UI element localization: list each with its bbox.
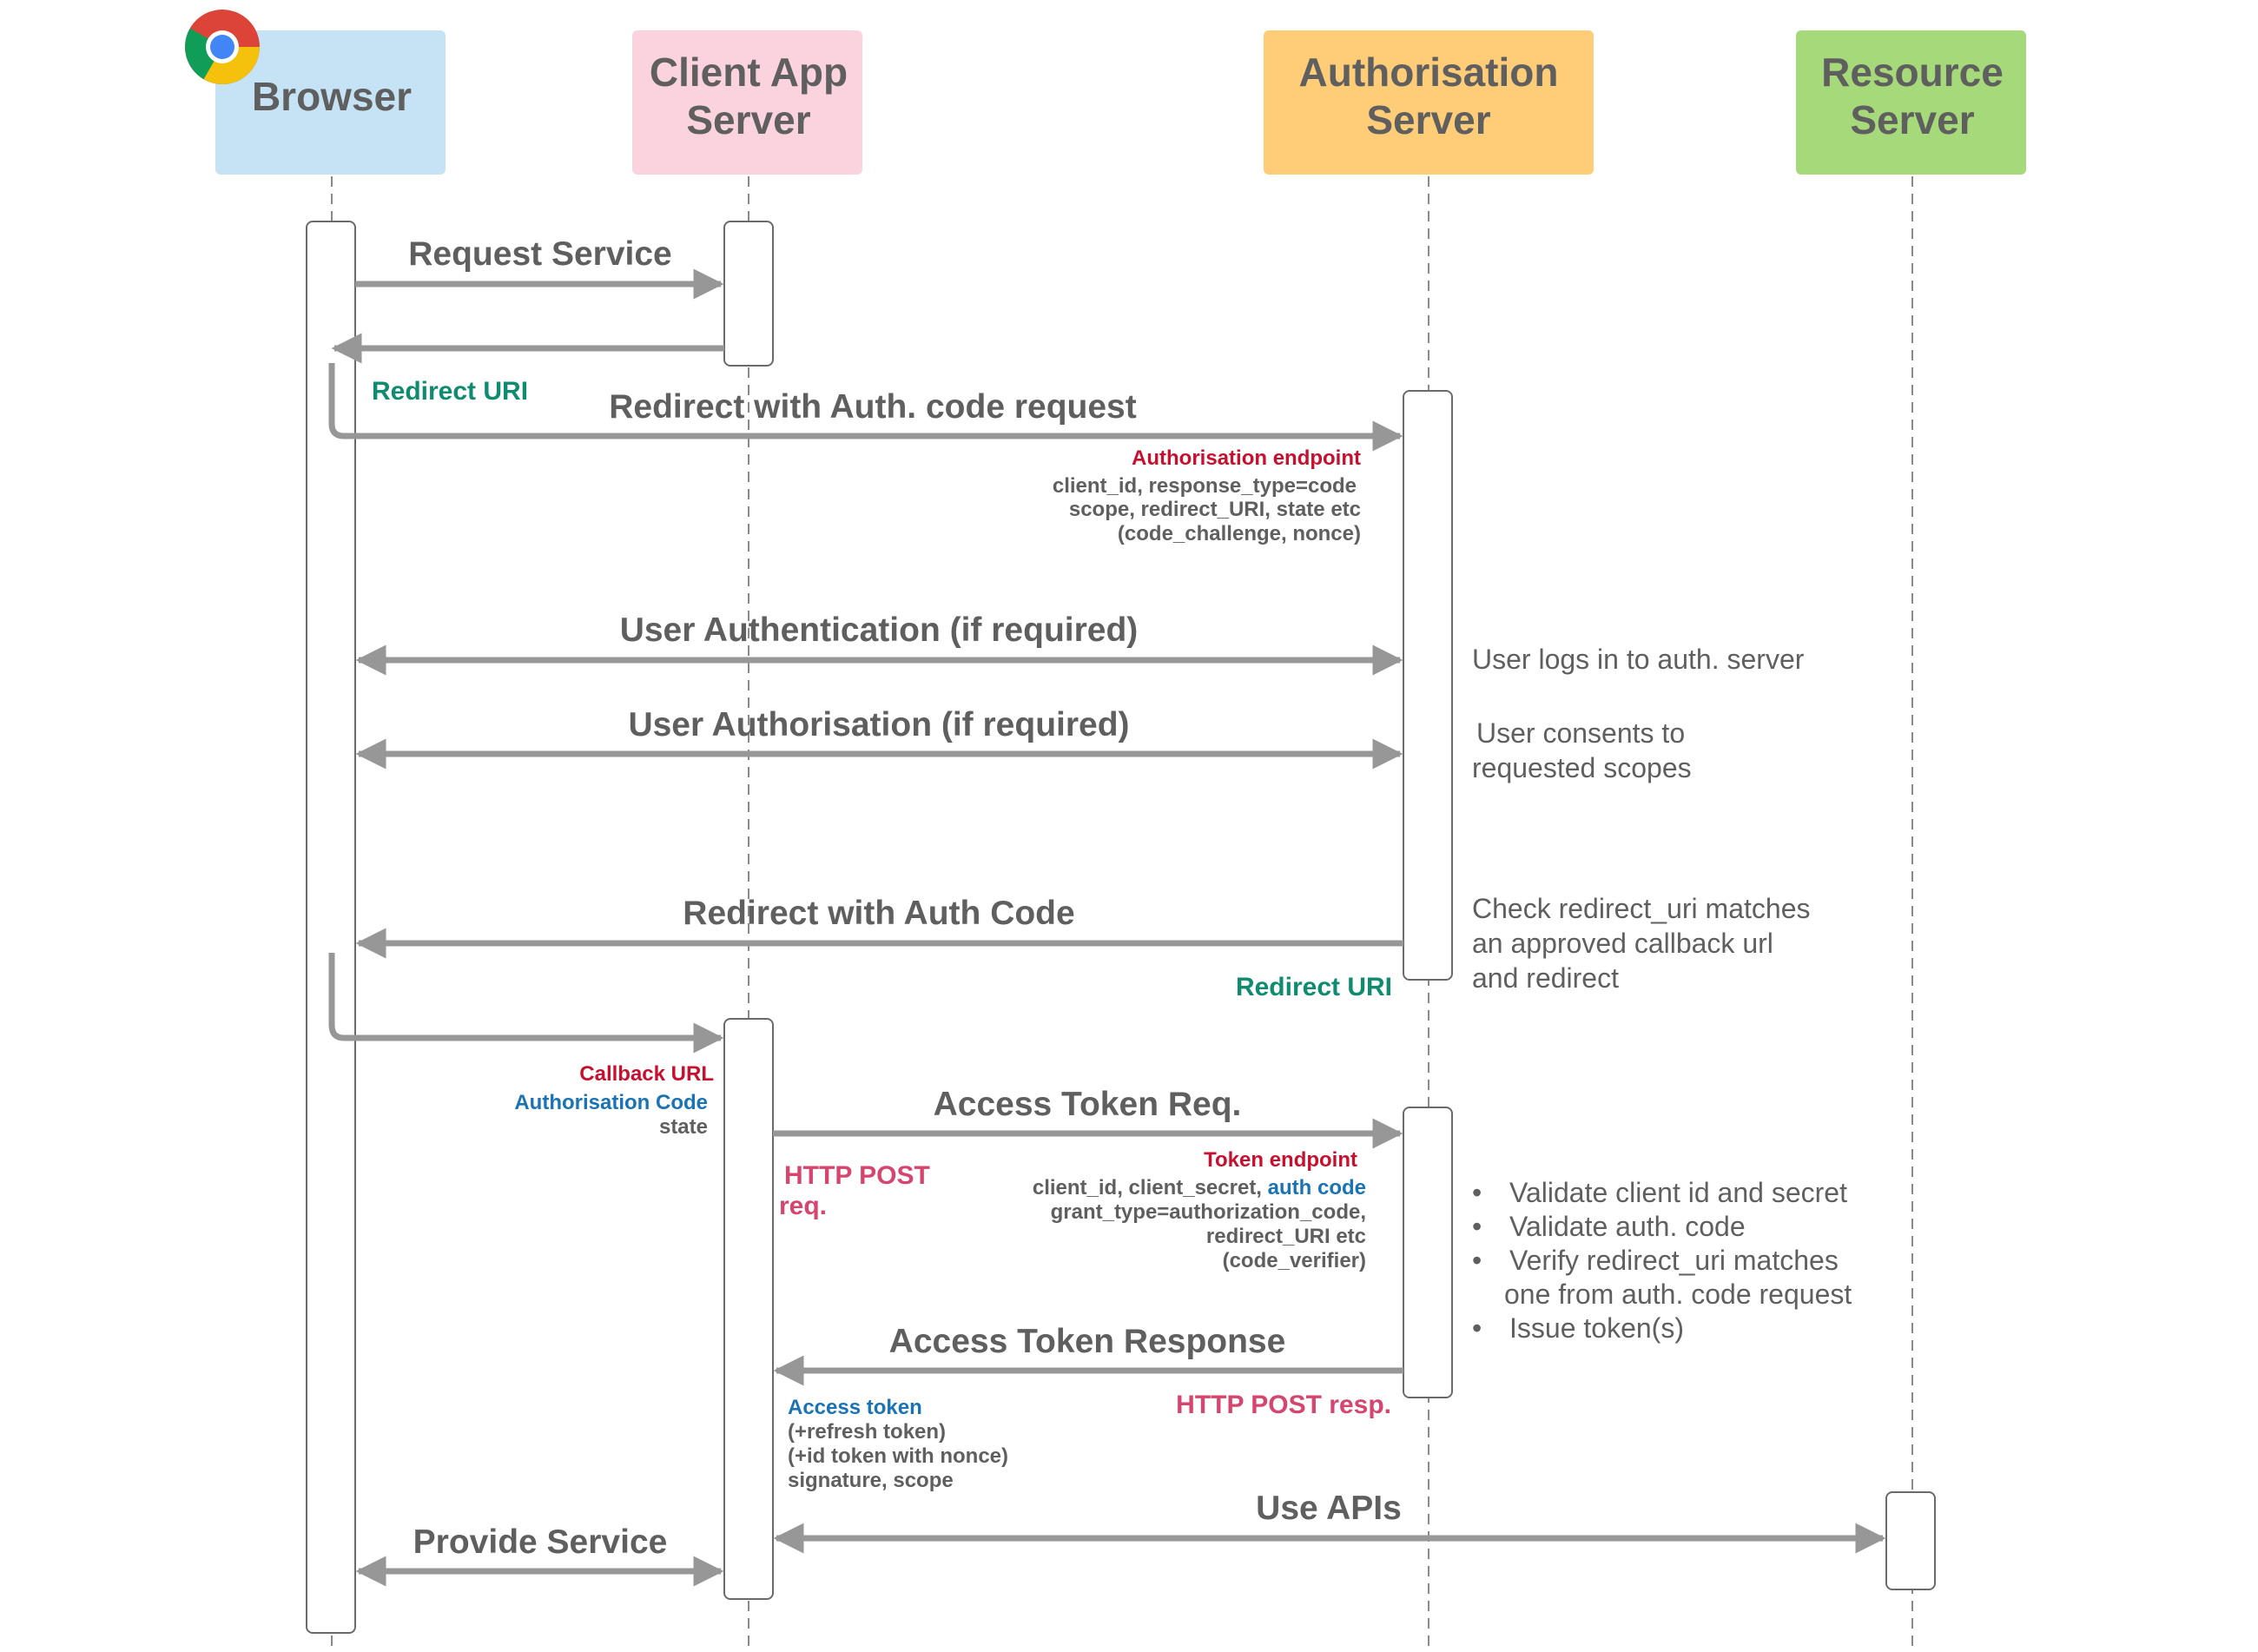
auth-actor-box [1264,30,1594,175]
auth-label-line2: Server [1366,97,1490,142]
authorisation-code-label: Authorisation Code [514,1091,708,1114]
token-params-line1: client_id, client_secret, auth code [1033,1176,1366,1199]
client-actor-box [632,30,862,175]
note-check-line1: Check redirect_uri matches [1472,893,1810,924]
callback-url-label: Callback URL [579,1062,714,1086]
token-params-line2: grant_type=authorization_code, [1051,1200,1366,1224]
user-authentication-label: User Authentication (if required) [620,611,1139,649]
auth-endpoint-label: Authorisation endpoint [1132,446,1361,470]
provide-service-label: Provide Service [413,1523,668,1561]
browser-label: Browser [252,74,412,119]
redirect-auth-request-label: Redirect with Auth. code request [609,388,1136,426]
auth-params-line3: (code_challenge, nonce) [1118,522,1361,545]
access-token-resp-label: Access Token Response [889,1323,1286,1360]
resource-activation [1885,1491,1936,1590]
validate-item-3-cont: one from auth. code request [1504,1279,1852,1310]
auth-activation-1 [1403,390,1453,981]
validate-item-2: Validate auth. code [1509,1211,1746,1242]
auth-activation-2 [1403,1107,1453,1398]
client-activation-1 [723,221,774,367]
client-label-line2: Server [686,97,810,142]
validate-item-4: Issue token(s) [1509,1312,1684,1344]
resource-label-line2: Server [1850,97,1974,142]
id-token-label: (+id token with nonce) [788,1444,1008,1468]
client-label-line1: Client App [650,50,848,95]
access-token-label: Access token [788,1396,922,1419]
callback-arrow [328,953,724,1054]
redirect-auth-request-arrow [328,363,1403,452]
note-user-logs-in: User logs in to auth. server [1472,644,1805,675]
auth-label-line1: Authorisation [1299,50,1559,95]
redirect-uri-label-1: Redirect URI [372,377,528,406]
client-activation-2 [723,1018,774,1600]
redirect-auth-code-label: Redirect with Auth Code [683,895,1074,932]
redirect-uri-label-2: Redirect URI [1236,973,1392,1001]
resource-label-line1: Resource [1821,50,2004,95]
request-service-label: Request Service [408,235,672,273]
http-post-resp-label: HTTP POST resp. [1176,1391,1391,1419]
http-post-req-line1: HTTP POST [784,1161,930,1190]
validate-item-3: Verify redirect_uri matches [1509,1245,1839,1276]
token-params-line3: redirect_URI etc [1206,1225,1366,1248]
token-params-auth-code: auth code [1268,1176,1366,1199]
validate-bullet-2: • [1472,1211,1482,1242]
note-check-line3: and redirect [1472,962,1619,994]
note-consent-line2: requested scopes [1472,752,1692,783]
validate-bullet-3: • [1472,1245,1482,1276]
validate-bullet-4: • [1472,1312,1482,1344]
user-authorisation-label: User Authorisation (if required) [628,706,1129,743]
signature-scope-label: signature, scope [788,1469,954,1492]
token-params-line4: (code_verifier) [1223,1249,1366,1272]
http-post-req-line2: req. [779,1192,827,1220]
auth-params-line2: scope, redirect_URI, state etc [1069,498,1361,521]
state-label: state [659,1115,708,1139]
chrome-icon [185,10,260,84]
note-check-line2: an approved callback url [1472,928,1773,959]
note-consent-line1: User consents to [1476,717,1685,749]
token-params-line1-text: client_id, client_secret, [1033,1176,1268,1199]
validate-item-1: Validate client id and secret [1509,1177,1847,1208]
auth-params-line1: client_id, response_type=code [1053,474,1357,498]
refresh-token-label: (+refresh token) [788,1420,946,1444]
resource-actor-box [1796,30,2026,175]
token-endpoint-label: Token endpoint [1204,1148,1357,1172]
access-token-req-label: Access Token Req. [934,1086,1242,1123]
use-apis-label: Use APIs [1256,1490,1402,1527]
browser-activation [306,221,356,1634]
browser-actor-box [215,30,446,175]
validate-bullet-1: • [1472,1177,1482,1208]
